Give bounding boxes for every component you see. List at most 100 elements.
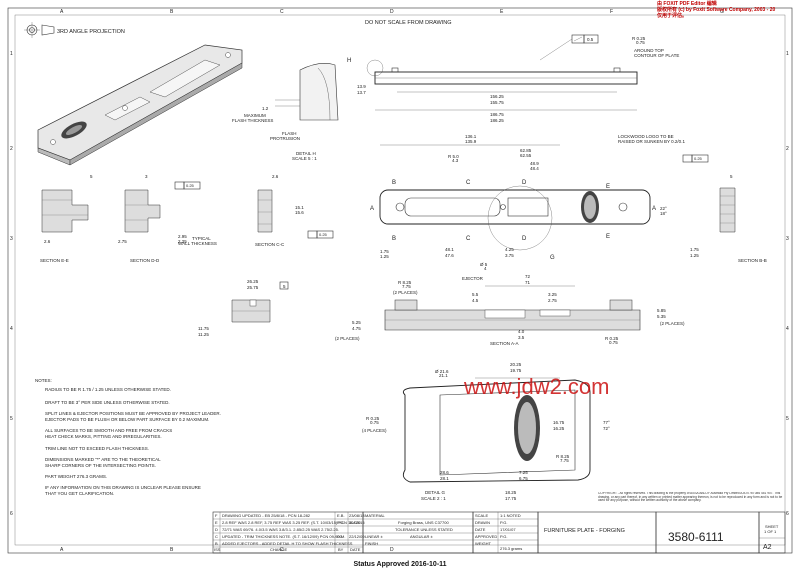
row-label: 6 bbox=[786, 511, 789, 517]
projection-symbol-icon bbox=[24, 22, 55, 38]
dim: 19.75 bbox=[510, 368, 522, 373]
dim: 2.95 bbox=[178, 234, 187, 239]
note-item: IF ANY INFORMATION ON THIS DRAWING IS UN… bbox=[45, 485, 201, 490]
dim: 25.75 bbox=[247, 285, 259, 290]
watermark-line: 由 FOXIT PDF Editor 编辑 bbox=[657, 0, 717, 7]
dim: 72° bbox=[603, 426, 610, 431]
drawn-label: DRAWN bbox=[475, 520, 490, 525]
dim: 48.1 bbox=[445, 247, 454, 252]
row-label: 1 bbox=[786, 51, 789, 57]
dim: 186.75 bbox=[490, 112, 504, 117]
detail-h-title: DETAIL H bbox=[296, 151, 316, 156]
dim: 136.1 bbox=[465, 134, 477, 139]
note-item: ALL SURFACES TO BE SMOOTH AND FREE FROM … bbox=[45, 428, 172, 433]
section-b-b: 5 1.75 1.25 SECTION B-B 0.25 bbox=[682, 154, 767, 263]
dim: 4.0 bbox=[518, 329, 525, 334]
dim: 71 bbox=[525, 280, 531, 285]
title-block: FURNITURE PLATE - FORGING 3580-6111 SHEE… bbox=[537, 511, 786, 554]
dim: 28.6 bbox=[440, 470, 449, 475]
dim: 2.75 bbox=[118, 239, 127, 244]
foxit-watermark: 由 FOXIT PDF Editor 编辑 版权所有 (c) by Foxit … bbox=[656, 0, 775, 19]
rev-id: C bbox=[215, 534, 218, 539]
section-title: SECTION E-E bbox=[40, 258, 69, 263]
dim: 2.25 bbox=[178, 239, 187, 244]
note-item: THAT YOU GET CLARIFICATION. bbox=[45, 491, 114, 496]
dim: 47.6 bbox=[445, 253, 454, 258]
site-watermark: www.jdw2.com bbox=[463, 374, 609, 399]
dim: 5 bbox=[90, 174, 93, 179]
dim: 4.25 bbox=[505, 247, 514, 252]
places: (4 PLACES) bbox=[362, 428, 387, 433]
places: (2 PLACES) bbox=[660, 321, 685, 326]
dim: 15.1 bbox=[295, 205, 304, 210]
scale-label: SCALE bbox=[475, 513, 488, 518]
sheet-size: A2 bbox=[763, 544, 772, 551]
tolerance: 0.25 bbox=[186, 183, 195, 188]
top-view: H 13.9 13.7 156.25 155.75 186.75 186.25 … bbox=[347, 36, 679, 123]
section-marker: E bbox=[606, 184, 610, 190]
dim: 18° bbox=[660, 211, 667, 216]
isometric-view bbox=[37, 44, 243, 166]
dim: 17.75 bbox=[505, 496, 517, 501]
section-title: SECTION B-B bbox=[738, 258, 767, 263]
section-marker: D bbox=[522, 180, 527, 186]
dim: 15.6 bbox=[295, 210, 304, 215]
drawn-value: P.G. bbox=[500, 520, 508, 525]
detail-g-scale: SCALE 2 : 1 bbox=[421, 496, 446, 501]
date-value: 17/01/07 bbox=[500, 527, 516, 532]
tolerance: 0.25 bbox=[694, 156, 703, 161]
dim: 5.5 bbox=[472, 292, 479, 297]
status-text: Status Approved 2016-10-11 bbox=[353, 561, 447, 568]
dim: 5.85 bbox=[657, 308, 666, 313]
section-title: SECTION D-D bbox=[130, 258, 160, 263]
note-item: SPLIT LINES & EJECTOR POSITIONS MUST BE … bbox=[45, 411, 221, 416]
section-title: SECTION A-A bbox=[490, 341, 519, 346]
linear-tol: LINEAR ± bbox=[365, 534, 384, 539]
notes-title: NOTES: bbox=[35, 378, 52, 383]
note-item: DRAFT TO BE 3° PER SIDE UNLESS OTHERWISE… bbox=[45, 400, 170, 405]
places: (2 PLACES) bbox=[335, 336, 360, 341]
col-label: C bbox=[280, 547, 284, 553]
dim: 48.4 bbox=[530, 166, 539, 171]
approvals-block: SCALE 1:1 NOTED DRAWN P.G. DATE 17/01/07… bbox=[472, 511, 539, 554]
section-e-e: 5 2.6 SECTION E-E bbox=[40, 174, 93, 263]
dim: 3.75 bbox=[505, 253, 514, 258]
dim: 6.75 bbox=[519, 476, 528, 481]
dim: 2.6 bbox=[44, 239, 51, 244]
col-label: A bbox=[60, 9, 64, 15]
dim: 48.9 bbox=[530, 161, 539, 166]
rev-desc: 72/71 WAS 69/76. 4.0/3.5 WAS 3.8/3.1. 2.… bbox=[222, 527, 339, 532]
detail-h-scale: SCALE 5 : 1 bbox=[292, 156, 317, 161]
note-item: HEAT CHECK MARKS, PITTING AND IRREGULARI… bbox=[45, 434, 162, 439]
dim: 2.6 bbox=[272, 174, 279, 179]
weight-label: WEIGHT bbox=[475, 541, 492, 546]
dim: 7.25 bbox=[519, 470, 528, 475]
note-item: DIMENSIONS MARKED "*" ARE TO THE THEORET… bbox=[45, 457, 161, 462]
dim: 1.75 bbox=[690, 247, 699, 252]
watermark-line: 版权所有 (c) by Foxit Software Company, 2003… bbox=[657, 6, 775, 13]
rev-desc: 2.8 REF WAS 2.8 REF, 3.75 REF WAS 3.25 R… bbox=[222, 520, 361, 525]
approved-label: APPROVED bbox=[475, 534, 497, 539]
dim: 5.25 bbox=[352, 320, 361, 325]
tol-title: TOLERANCE UNLESS STATED bbox=[395, 527, 453, 532]
section-marker: B bbox=[392, 236, 396, 242]
rev-by: P.G. bbox=[337, 520, 345, 525]
material-value: Forging Brass, UNS C37700 bbox=[398, 520, 449, 525]
angular-tol: ANGULAR ± bbox=[410, 534, 433, 539]
rev-id: ISS bbox=[214, 547, 221, 552]
row-label: 3 bbox=[786, 236, 789, 242]
section-title: SECTION C-C bbox=[255, 242, 285, 247]
dim: 155.75 bbox=[490, 100, 504, 105]
